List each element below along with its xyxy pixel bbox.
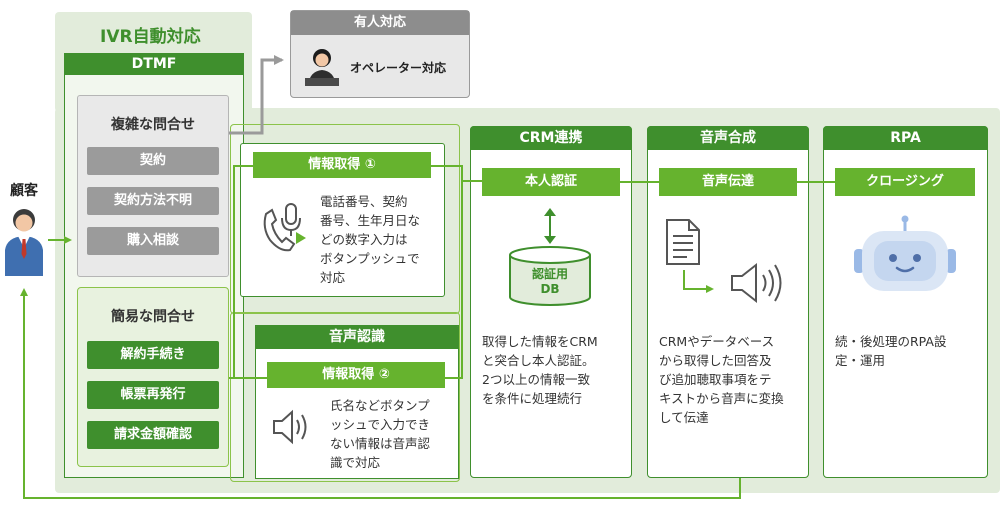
ivr-title: IVR自動対応	[100, 27, 201, 47]
info2-step: 情報取得 ②	[267, 362, 445, 388]
voice-outer	[230, 312, 460, 482]
operator-icon	[302, 45, 342, 87]
voice-title: 音声認識	[255, 325, 459, 349]
rpa-text: 続・後処理のRPA設定・運用	[835, 334, 947, 368]
operator-label: オペレーター対応	[350, 61, 447, 75]
crm-title: CRM連携	[470, 126, 632, 150]
tts-speaker-icon	[726, 260, 788, 306]
crm-step: 本人認証	[482, 168, 620, 196]
tts-step: 音声伝達	[659, 168, 797, 196]
dtmf-title: DTMF	[64, 53, 244, 75]
complex-inquiry-title: 複雑な問合せ	[111, 117, 195, 133]
complex-item-contract: 契約	[87, 147, 219, 175]
info1-outer	[230, 124, 460, 314]
complex-item-contract-method: 契約方法不明	[87, 187, 219, 215]
phone-mic-icon	[256, 200, 310, 260]
rpa-step: クロージング	[835, 168, 975, 196]
simple-inquiry-title: 簡易な問合せ	[111, 309, 195, 325]
simple-item-reissue: 帳票再発行	[87, 381, 219, 409]
document-icon	[663, 218, 703, 266]
customer-label: 顧客	[10, 183, 38, 199]
voice-text: 氏名などボタンプッシュで入力できない情報は音声認識で対応	[330, 398, 431, 470]
customer-icon	[3, 206, 45, 278]
operator-title: 有人対応	[291, 11, 469, 35]
tts-title: 音声合成	[647, 126, 809, 150]
info1-text: 電話番号、契約番号、生年月日などの数字入力はボタンプッシュで対応	[320, 194, 421, 285]
speaker-icon	[268, 405, 312, 449]
robot-icon	[852, 215, 958, 295]
auth-db-icon	[508, 245, 592, 307]
voice-panel	[255, 325, 459, 479]
simple-item-billing: 請求金額確認	[87, 421, 219, 449]
info1-step: 情報取得 ①	[253, 152, 431, 178]
simple-item-cancel: 解約手続き	[87, 341, 219, 369]
rpa-title: RPA	[823, 126, 988, 150]
complex-item-purchase: 購入相談	[87, 227, 219, 255]
tts-text: CRMやデータベースから取得した回答及び追加聴取事項をテキストから音声に変換して…	[659, 334, 784, 425]
